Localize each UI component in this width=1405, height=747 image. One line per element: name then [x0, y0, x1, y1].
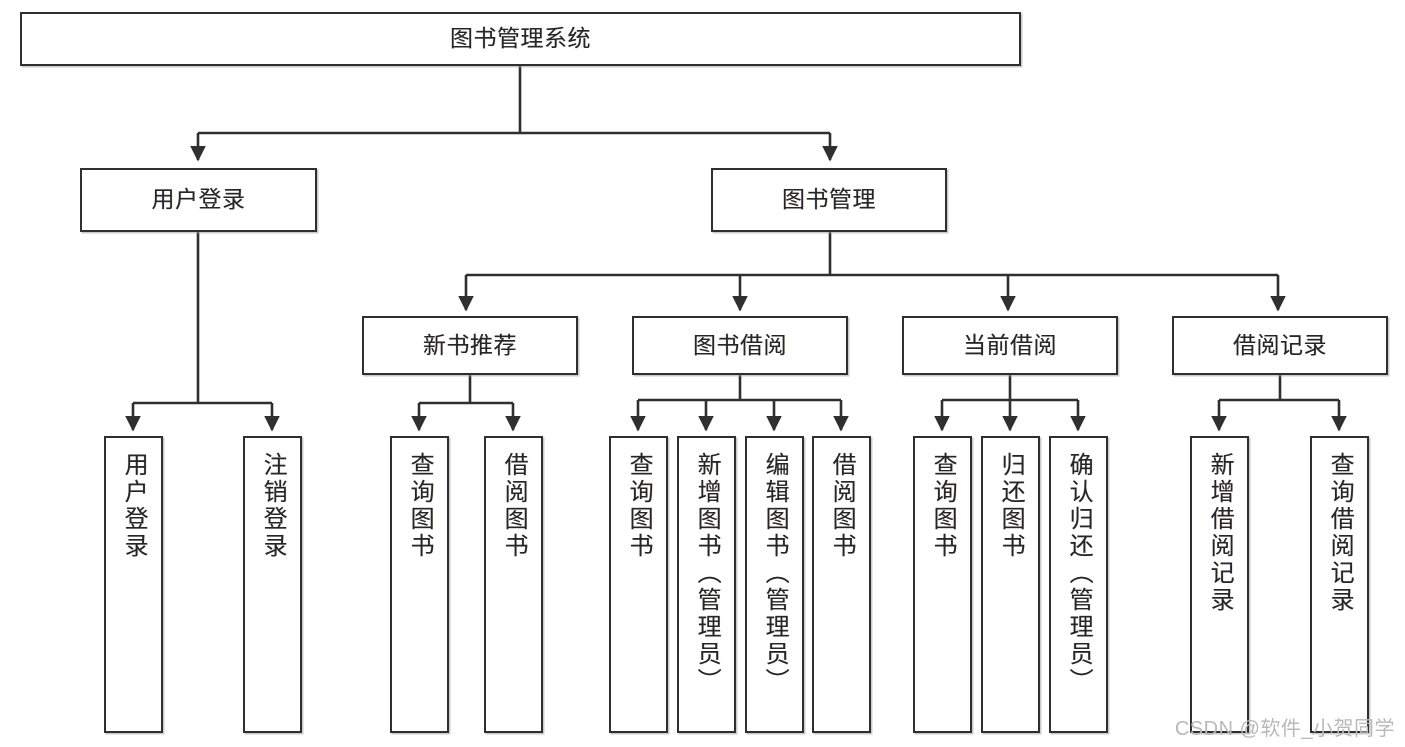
leaf-query-book-recommend[interactable]: 查询图书 — [390, 436, 449, 733]
leaf-label: 查询图书 — [929, 452, 957, 560]
node-book-borrow-label: 图书借阅 — [693, 331, 787, 358]
leaf-add-borrow-record[interactable]: 新增借阅记录 — [1190, 436, 1249, 733]
leaf-query-book-current[interactable]: 查询图书 — [913, 436, 972, 733]
leaf-label: 归还图书 — [997, 452, 1025, 560]
leaf-label: 确认归还（管理员） — [1065, 452, 1093, 695]
node-new-book-recommend[interactable]: 新书推荐 — [362, 316, 578, 375]
leaf-logout[interactable]: 注销登录 — [243, 436, 302, 733]
node-current-borrow[interactable]: 当前借阅 — [902, 316, 1118, 375]
node-book-borrow[interactable]: 图书借阅 — [632, 316, 848, 375]
leaf-label: 查询借阅记录 — [1326, 452, 1354, 614]
leaf-label: 用户登录 — [120, 452, 148, 560]
node-borrow-record[interactable]: 借阅记录 — [1172, 316, 1388, 375]
leaf-query-borrow-record[interactable]: 查询借阅记录 — [1310, 436, 1369, 733]
leaf-query-book[interactable]: 查询图书 — [609, 436, 668, 733]
leaf-label: 查询图书 — [406, 452, 434, 560]
leaf-label: 新增借阅记录 — [1206, 452, 1234, 614]
leaf-label: 新增图书（管理员） — [693, 452, 721, 695]
node-book-management[interactable]: 图书管理 — [711, 168, 947, 232]
node-user-login[interactable]: 用户登录 — [80, 168, 317, 232]
leaf-label: 查询图书 — [625, 452, 653, 560]
leaf-confirm-return-admin[interactable]: 确认归还（管理员） — [1049, 436, 1108, 733]
leaf-label: 借阅图书 — [828, 452, 856, 560]
node-borrow-record-label: 借阅记录 — [1233, 331, 1327, 358]
node-current-borrow-label: 当前借阅 — [963, 331, 1057, 358]
node-root-label: 图书管理系统 — [450, 25, 591, 52]
node-book-management-label: 图书管理 — [782, 186, 876, 213]
leaf-label: 借阅图书 — [500, 452, 528, 560]
leaf-borrow-book[interactable]: 借阅图书 — [812, 436, 871, 733]
leaf-label: 注销登录 — [259, 452, 287, 560]
leaf-return-book[interactable]: 归还图书 — [981, 436, 1040, 733]
leaf-add-book-admin[interactable]: 新增图书（管理员） — [677, 436, 736, 733]
leaf-borrow-book-recommend[interactable]: 借阅图书 — [484, 436, 543, 733]
leaf-edit-book-admin[interactable]: 编辑图书（管理员） — [745, 436, 804, 733]
node-user-login-label: 用户登录 — [151, 186, 246, 213]
leaf-label: 编辑图书（管理员） — [761, 452, 789, 695]
leaf-user-login[interactable]: 用户登录 — [104, 436, 163, 733]
node-new-book-recommend-label: 新书推荐 — [423, 331, 517, 358]
node-root[interactable]: 图书管理系统 — [20, 12, 1021, 66]
